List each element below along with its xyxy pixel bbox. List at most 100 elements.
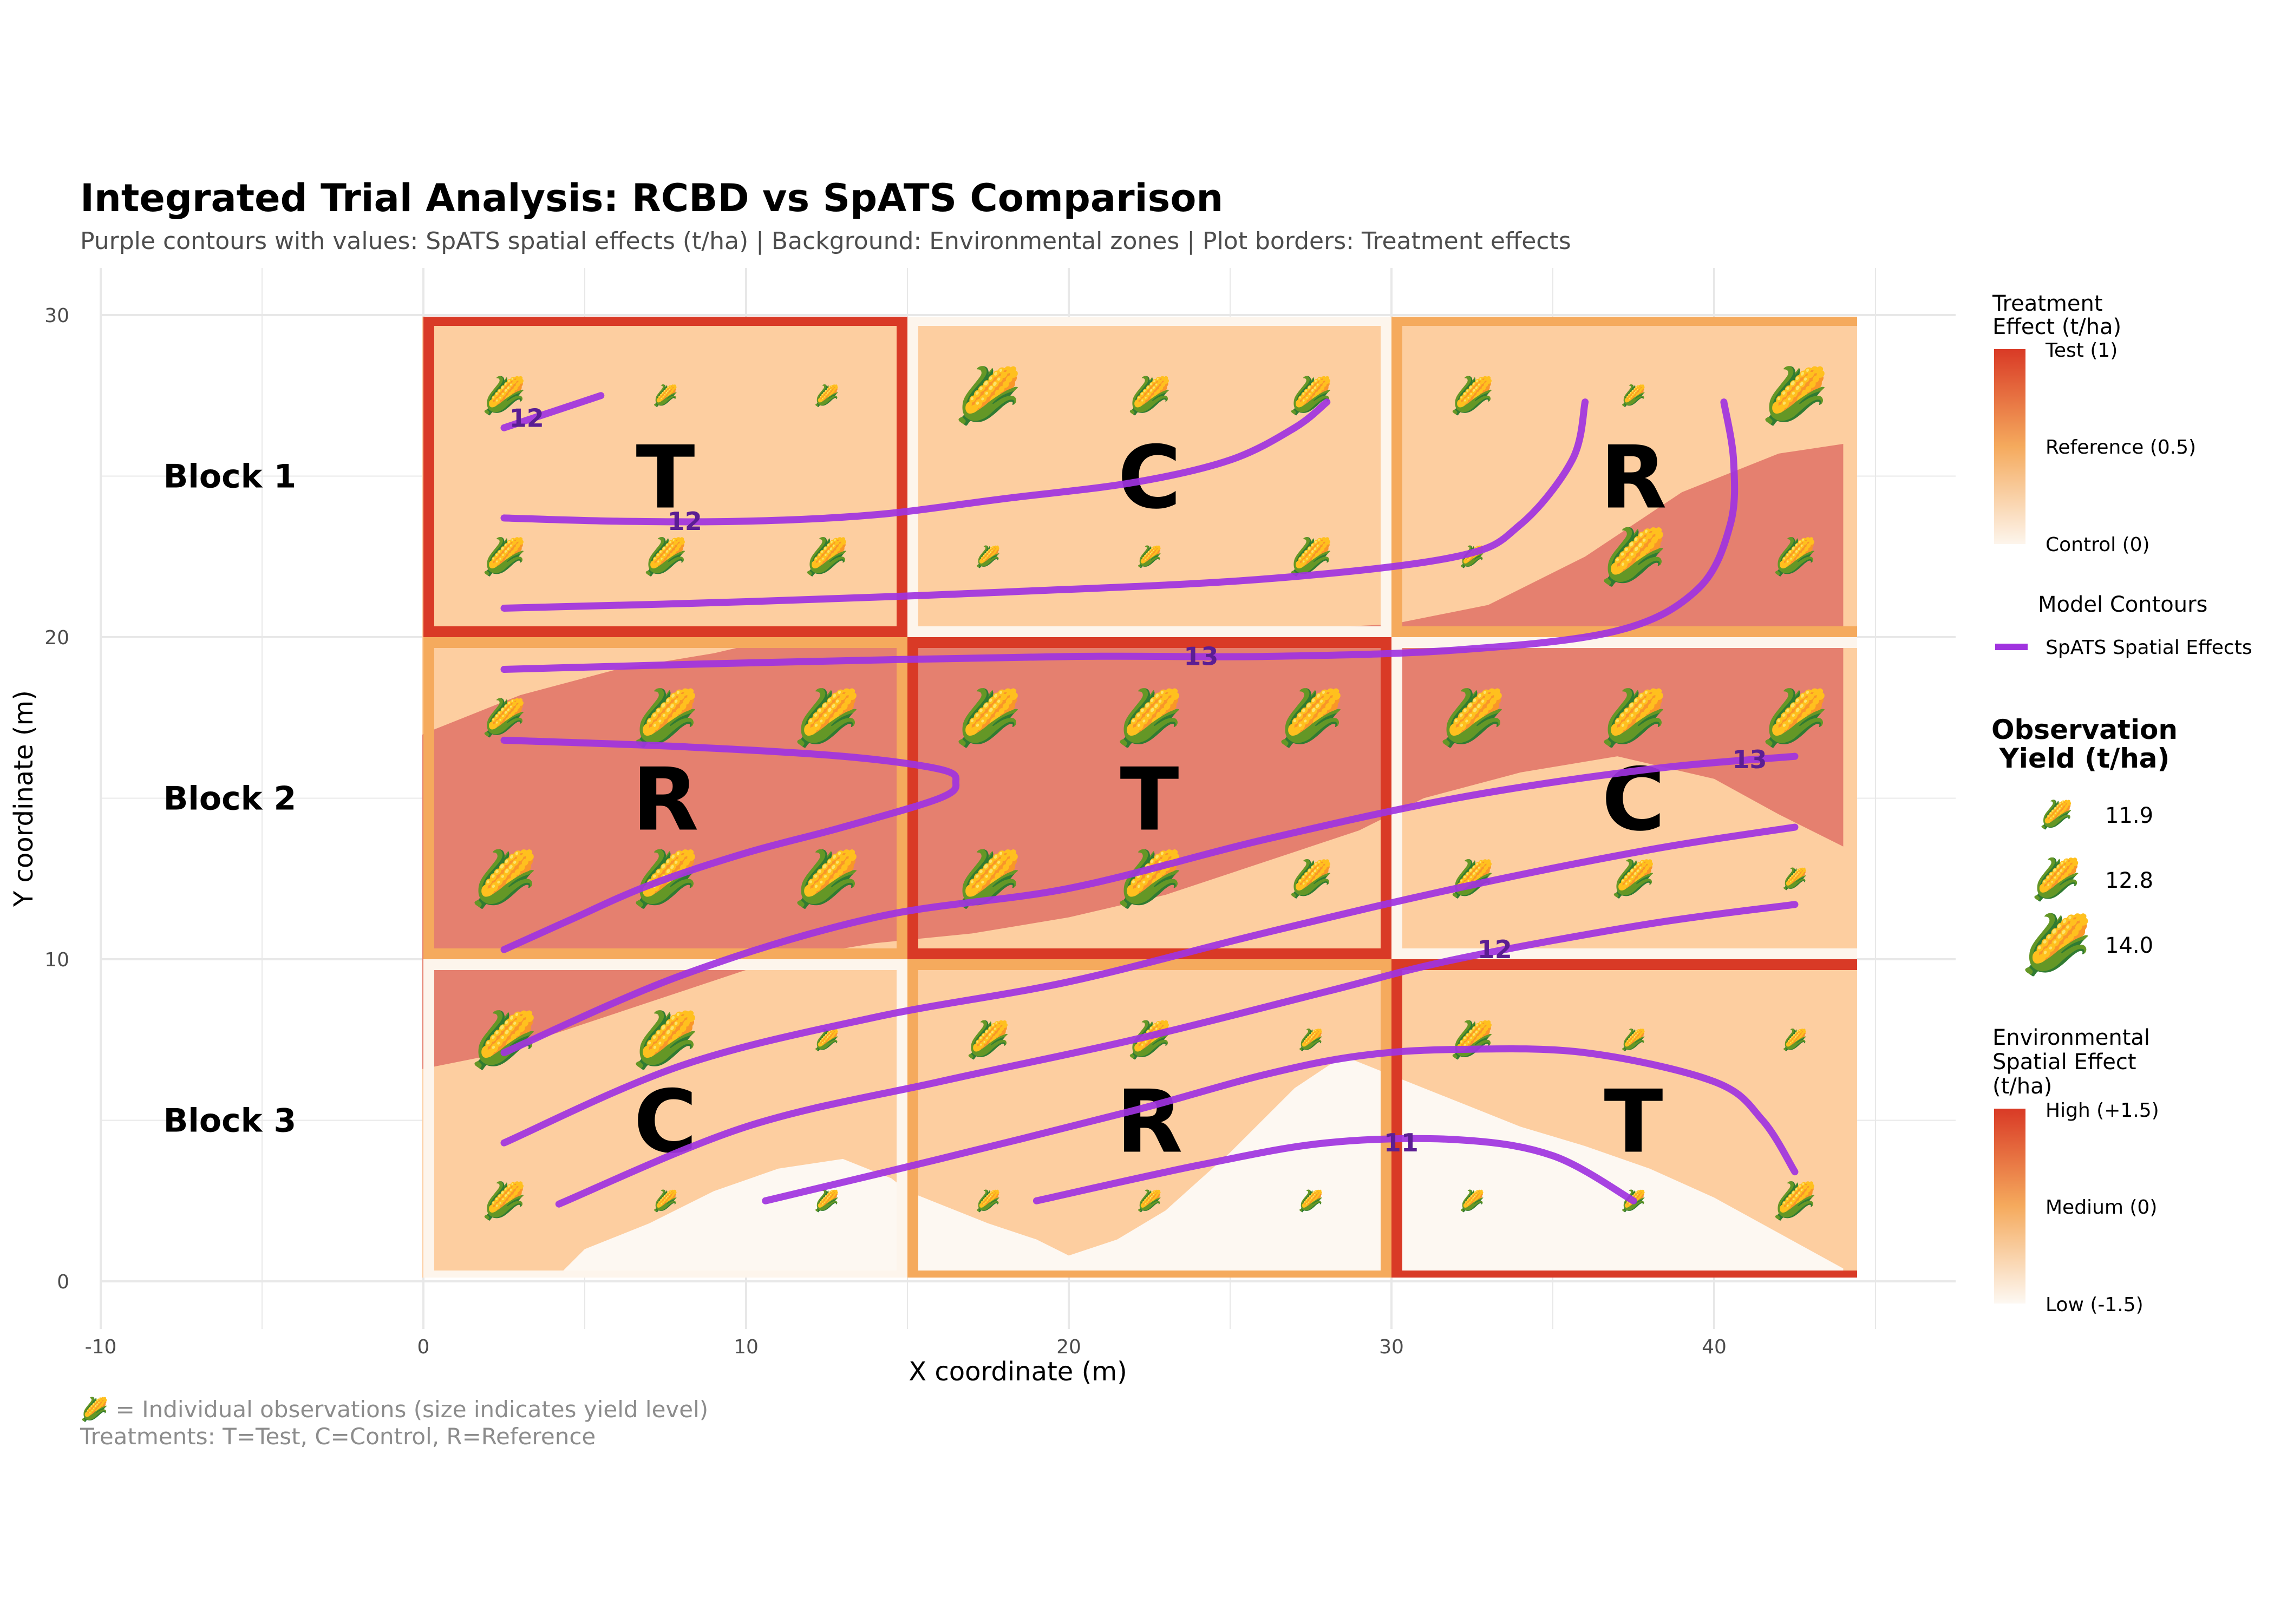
spats-contour-line — [500, 398, 1331, 526]
treatment-label-r: R — [1116, 1071, 1182, 1173]
y-tick-label: 30 — [44, 305, 69, 327]
contour-label: 12 — [509, 403, 544, 433]
x-tick-label: 40 — [1702, 1336, 1727, 1358]
legend-observation-icons: 🌽 🌽 🌽 — [2021, 798, 2092, 978]
plot-border-c — [907, 317, 1391, 637]
legend-environment: Environmental Spatial Effect (t/ha) High… — [1992, 1025, 2159, 1316]
observation-marker: 🌽 — [814, 383, 839, 408]
observation-marker: 🌽 — [471, 847, 538, 911]
chart-subtitle: Purple contours with values: SpATS spati… — [80, 227, 1571, 255]
legend-environment-colorbar — [1994, 1109, 2025, 1304]
observation-markers: 🌽🌽🌽🌽🌽🌽🌽🌽🌽🌽🌽🌽🌽🌽🌽🌽🌽🌽🌽🌽🌽🌽🌽🌽🌽🌽🌽🌽🌽🌽🌽🌽🌽🌽🌽🌽🌽🌽🌽🌽… — [471, 363, 1829, 1222]
spats-contour-line — [1033, 1135, 1637, 1204]
observation-marker: 🌽 — [1450, 1018, 1494, 1060]
legend-environment-title-3: (t/ha) — [1992, 1074, 2052, 1099]
plot-border-r — [423, 637, 907, 959]
legend-observation-label-mid: 12.8 — [2105, 868, 2153, 893]
spats-contour-line — [500, 736, 960, 953]
x-tick-label: 20 — [1056, 1336, 1081, 1358]
contour-label: 11 — [1384, 1128, 1419, 1157]
observation-marker: 🌽 — [643, 535, 688, 578]
observation-marker: 🌽 — [1459, 1188, 1485, 1213]
observation-marker: 🌽 — [805, 535, 849, 578]
caption-line-1: 🌽 = Individual observations (size indica… — [80, 1396, 708, 1423]
observation-marker: 🌽 — [482, 374, 526, 416]
observation-marker: 🌽 — [814, 1188, 839, 1213]
spats-contour-line — [500, 392, 605, 431]
environmental-zones — [422, 317, 1857, 1278]
spats-contours — [500, 392, 1799, 1208]
x-tick-label: -10 — [85, 1336, 117, 1358]
observation-marker: 🌽 — [793, 847, 861, 911]
spats-contour-line — [555, 901, 1799, 1208]
observation-marker: 🌽 — [975, 544, 1001, 568]
treatment-label-t: T — [1120, 749, 1179, 850]
observation-marker: 🌽 — [482, 1180, 526, 1222]
observation-marker: 🌽 — [482, 696, 526, 738]
observation-marker: 🌽 — [1127, 374, 1172, 416]
observation-marker: 🌽 — [1611, 857, 1656, 900]
x-tick-label: 0 — [417, 1336, 430, 1358]
contour-label: 13 — [1184, 642, 1218, 671]
plot-border-r — [1391, 317, 1857, 637]
legend-treatment: Treatment Effect (t/ha) Test (1) Referen… — [1992, 291, 2196, 556]
legend-environment-title-2: Spatial Effect — [1992, 1050, 2136, 1075]
spats-contour-line — [500, 823, 1799, 1147]
observation-marker: 🌽 — [632, 685, 700, 749]
legend-treatment-label-test: Test (1) — [2045, 339, 2118, 362]
observation-marker: 🌽 — [1439, 685, 1506, 749]
y-tick-label: 0 — [57, 1271, 69, 1293]
plot-border-t — [1391, 959, 1857, 1278]
chart-title: Integrated Trial Analysis: RCBD vs SpATS… — [80, 176, 1223, 220]
legend-contours: Model Contours SpATS Spatial Effects — [1995, 592, 2252, 659]
treatment-label-t: T — [636, 427, 695, 528]
legend-observation-label-high: 14.0 — [2105, 933, 2153, 958]
legend-treatment-label-reference: Reference (0.5) — [2046, 436, 2196, 459]
y-tick-label: 10 — [44, 949, 69, 971]
legend-environment-title-1: Environmental — [1992, 1025, 2150, 1050]
legend-contours-title: Model Contours — [2038, 592, 2207, 617]
caption-line-2: Treatments: T=Test, C=Control, R=Referen… — [80, 1423, 596, 1450]
block-label: Block 2 — [164, 780, 297, 818]
legend-environment-label-low: Low (-1.5) — [2046, 1294, 2144, 1316]
x-tick-label: 10 — [734, 1336, 759, 1358]
observation-marker: 🌽 — [1289, 374, 1333, 416]
legend-treatment-label-control: Control (0) — [2046, 534, 2150, 556]
observation-marker: 🌽 — [1298, 1027, 1323, 1052]
legend-observation-label-low: 11.9 — [2105, 803, 2153, 828]
y-axis-label: Y coordinate (m) — [9, 690, 39, 907]
observation-marker: 🌽 — [1761, 685, 1829, 749]
treatment-label-t: T — [1604, 1071, 1663, 1173]
observation-marker: 🌽 — [1600, 685, 1668, 749]
plot-border-c — [1391, 637, 1857, 959]
observation-marker: 🌽 — [1289, 857, 1333, 900]
plot-border-c — [423, 959, 907, 1278]
observation-marker: 🌽 — [1298, 1188, 1323, 1213]
treatment-label-r: R — [1600, 427, 1667, 528]
block-label: Block 3 — [164, 1102, 297, 1140]
observation-marker: 🌽 — [1136, 544, 1162, 568]
observation-marker: 🌽 — [1277, 685, 1345, 749]
legend-observation-icon: 🌽 — [2031, 855, 2081, 903]
observation-marker: 🌽 — [652, 1188, 678, 1213]
observation-marker: 🌽 — [955, 685, 1022, 749]
treatment-label-r: R — [632, 749, 698, 850]
observation-marker: 🌽 — [955, 363, 1022, 427]
legend-observation-title-1: Observation — [1991, 714, 2178, 745]
observation-marker: 🌽 — [1620, 383, 1646, 408]
legend-environment-label-high: High (+1.5) — [2046, 1099, 2159, 1122]
observation-marker: 🌽 — [1773, 1180, 1817, 1222]
observation-marker: 🌽 — [1136, 1188, 1162, 1213]
contour-label: 13 — [1733, 745, 1767, 774]
treatment-label-c: C — [1602, 749, 1665, 850]
zone-low — [556, 1056, 1844, 1278]
legend-observation-icon: 🌽 — [2021, 911, 2092, 978]
legend-observation-icon: 🌽 — [2040, 798, 2073, 830]
observation-marker: 🌽 — [1761, 363, 1829, 427]
x-axis-label: X coordinate (m) — [909, 1357, 1127, 1387]
spats-contour-line — [500, 398, 1739, 673]
